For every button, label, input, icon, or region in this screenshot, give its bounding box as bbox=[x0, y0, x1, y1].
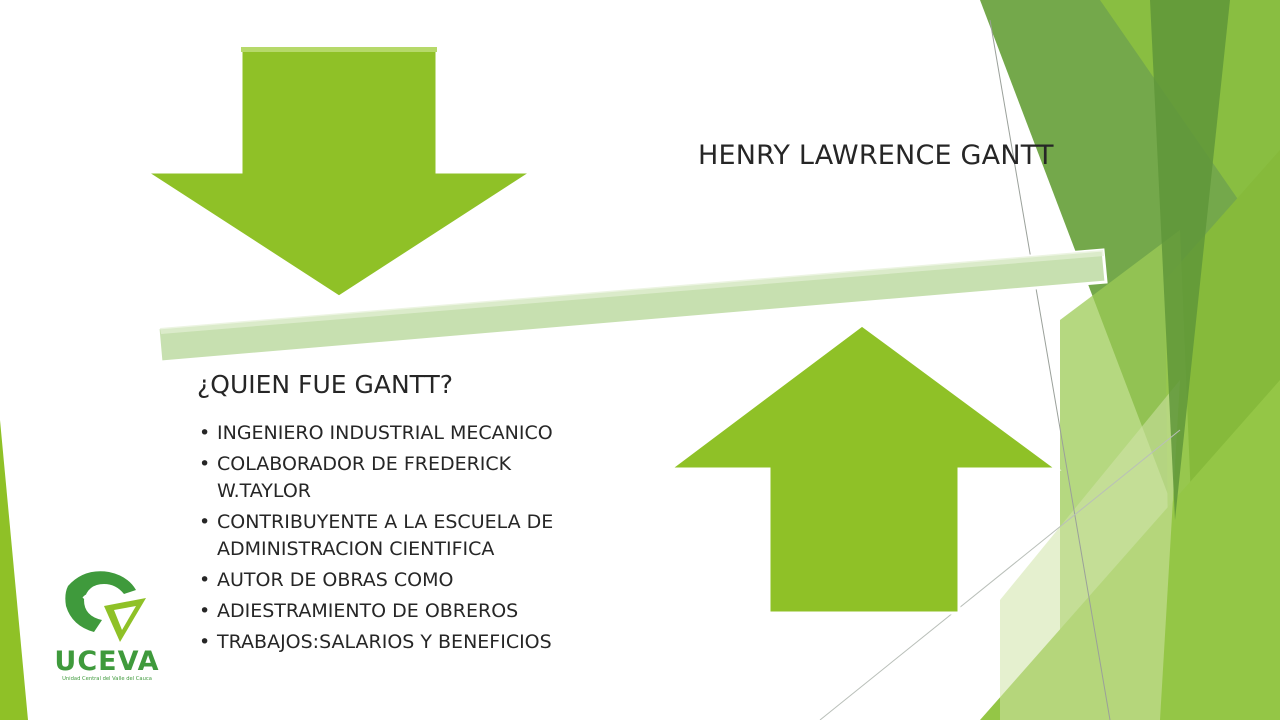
slide-title: HENRY LAWRENCE GANTT bbox=[698, 140, 1054, 171]
logo-v-inner bbox=[114, 606, 136, 630]
diagonal-bar-highlight bbox=[160, 250, 1104, 334]
down-arrow-highlight bbox=[241, 47, 437, 52]
bullet-list: INGENIERO INDUSTRIAL MECANICO COLABORADO… bbox=[199, 420, 599, 660]
logo-name: UCEVA bbox=[54, 646, 160, 677]
logo-swirl-cut bbox=[82, 594, 116, 608]
deco-line bbox=[989, 19, 1111, 720]
down-arrow-shape bbox=[140, 45, 538, 299]
bullet-item: TRABAJOS:SALARIOS Y BENEFICIOS bbox=[199, 629, 599, 656]
diagonal-bar bbox=[156, 248, 1108, 364]
bullet-item: ADIESTRAMIENTO DE OBREROS bbox=[199, 598, 599, 625]
uceva-logo-icon bbox=[65, 571, 146, 642]
bullet-item: CONTRIBUYENTE A LA ESCUELA DE ADMINISTRA… bbox=[199, 509, 599, 563]
logo-swirl bbox=[65, 571, 136, 632]
up-arrow-shape bbox=[665, 323, 1062, 615]
deco-line bbox=[819, 429, 1181, 720]
logo-subtitle: Unidad Central del Valle del Cauca bbox=[62, 676, 152, 682]
bullet-item: AUTOR DE OBRAS COMO bbox=[199, 567, 599, 594]
bullet-item: INGENIERO INDUSTRIAL MECANICO bbox=[199, 420, 599, 447]
bullet-item: COLABORADOR DE FREDERICK W.TAYLOR bbox=[199, 451, 599, 505]
section-heading: ¿QUIEN FUE GANTT? bbox=[197, 370, 454, 399]
uceva-logo: UCEVA Unidad Central del Valle del Cauca bbox=[54, 566, 160, 686]
deco-facet-shadow bbox=[1150, 0, 1230, 520]
deco-left-sliver bbox=[0, 420, 28, 720]
deco-facet-light bbox=[1000, 380, 1180, 720]
